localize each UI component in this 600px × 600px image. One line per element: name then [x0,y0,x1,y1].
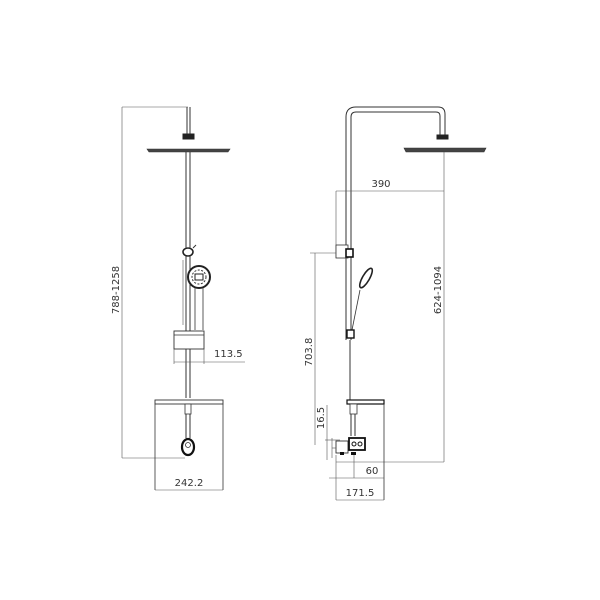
front-mixer-valve-icon [180,437,196,457]
side-hand-shower-icon [351,267,374,331]
side-outlet-height-dimension: 16.5 [316,405,340,460]
side-shelf [346,399,385,500]
side-head-connector [436,134,449,140]
side-lower-clamp [346,329,355,339]
side-offset-label: 60 [366,466,379,477]
side-rain-head-icon [403,147,487,153]
side-outlet-height-label: 16.5 [316,407,327,429]
side-slider-bracket [310,191,354,259]
front-height-label: 788-1258 [111,266,122,314]
side-reach-label: 390 [371,179,390,190]
side-mixer-valve-icon [331,437,366,458]
side-holder-height-dimension: 703.8 [304,253,316,445]
side-height-label: 624-1094 [433,266,444,314]
front-base-width-label: 242.2 [175,478,204,489]
side-holder-height-label: 703.8 [304,338,315,367]
front-rain-head-icon [146,148,231,153]
side-offset-dimension: 60 [329,455,384,479]
front-slider-clamp [182,244,197,257]
side-view: 390 624-1094 703.8 [304,106,487,501]
front-height-dimension: 788-1258 [111,106,188,459]
front-holder-width-label: 113.5 [214,349,243,360]
side-reach-dimension: 390 [336,152,445,462]
front-holder-block: 113.5 [173,330,245,364]
front-view: 788-1258 [111,106,245,491]
side-base-width-label: 171.5 [346,488,375,499]
front-base-frame: 242.2 [154,399,224,491]
front-hand-shower-icon [187,265,211,330]
front-head-connector [182,133,195,140]
side-base-width-dimension: 171.5 [335,455,384,501]
